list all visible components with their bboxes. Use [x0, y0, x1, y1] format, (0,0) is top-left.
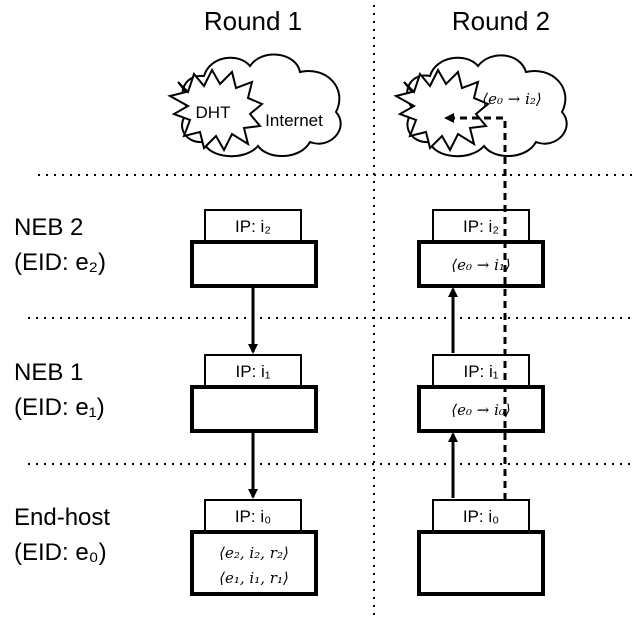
state-entry: ⟨e₀ → i₀⟩	[451, 401, 511, 419]
ip-label: IP: i₁	[235, 362, 270, 381]
state-box	[190, 385, 318, 433]
ip-label: IP: i₀	[463, 507, 499, 526]
ip-label: IP: i₂	[235, 217, 271, 236]
row-eid-neb2: (EID: e₂)	[14, 249, 106, 276]
state-box	[190, 530, 318, 596]
ip-label: IP: i₂	[463, 217, 499, 236]
ip-label: IP: i₁	[463, 362, 498, 381]
state-box	[190, 240, 318, 288]
ip-box	[432, 209, 530, 243]
state-entry: ⟨e₁, i₁, r₁⟩	[219, 569, 289, 587]
state-box	[417, 530, 545, 596]
round-1-heading: Round 1	[204, 6, 302, 36]
cloud-mapping-label: ⟨e₀ → i₂⟩	[482, 90, 542, 108]
state-box	[417, 385, 545, 433]
internet-cloud-round-2: ⟨e₀ → i₂⟩	[393, 54, 568, 158]
ip-box	[432, 354, 530, 388]
ip-label: IP: i₀	[235, 507, 271, 526]
internet-label: Internet	[265, 111, 323, 130]
round-2-heading: Round 2	[452, 6, 550, 36]
row-eid-neb1: (EID: e₁)	[14, 394, 105, 421]
dht-label: DHT	[196, 103, 231, 122]
state-entry: ⟨e₂, i₂, r₂⟩	[219, 544, 289, 562]
ip-box	[432, 499, 530, 533]
row-label-neb1: NEB 1	[14, 359, 83, 386]
dht-burst-icon	[167, 67, 264, 153]
dht-lookup-dashed-path	[444, 113, 507, 500]
ip-box	[204, 354, 302, 388]
dht-burst-icon	[393, 67, 490, 153]
row-eid-end-host: (EID: e₀)	[14, 539, 107, 566]
ip-box	[204, 209, 302, 243]
row-label-end-host: End-host	[14, 504, 110, 531]
internet-cloud-round-1: DHT Internet	[167, 53, 342, 158]
state-box	[417, 240, 545, 288]
state-entry: ⟨e₀ → i₁⟩	[451, 256, 511, 274]
row-label-neb2: NEB 2	[14, 214, 83, 241]
